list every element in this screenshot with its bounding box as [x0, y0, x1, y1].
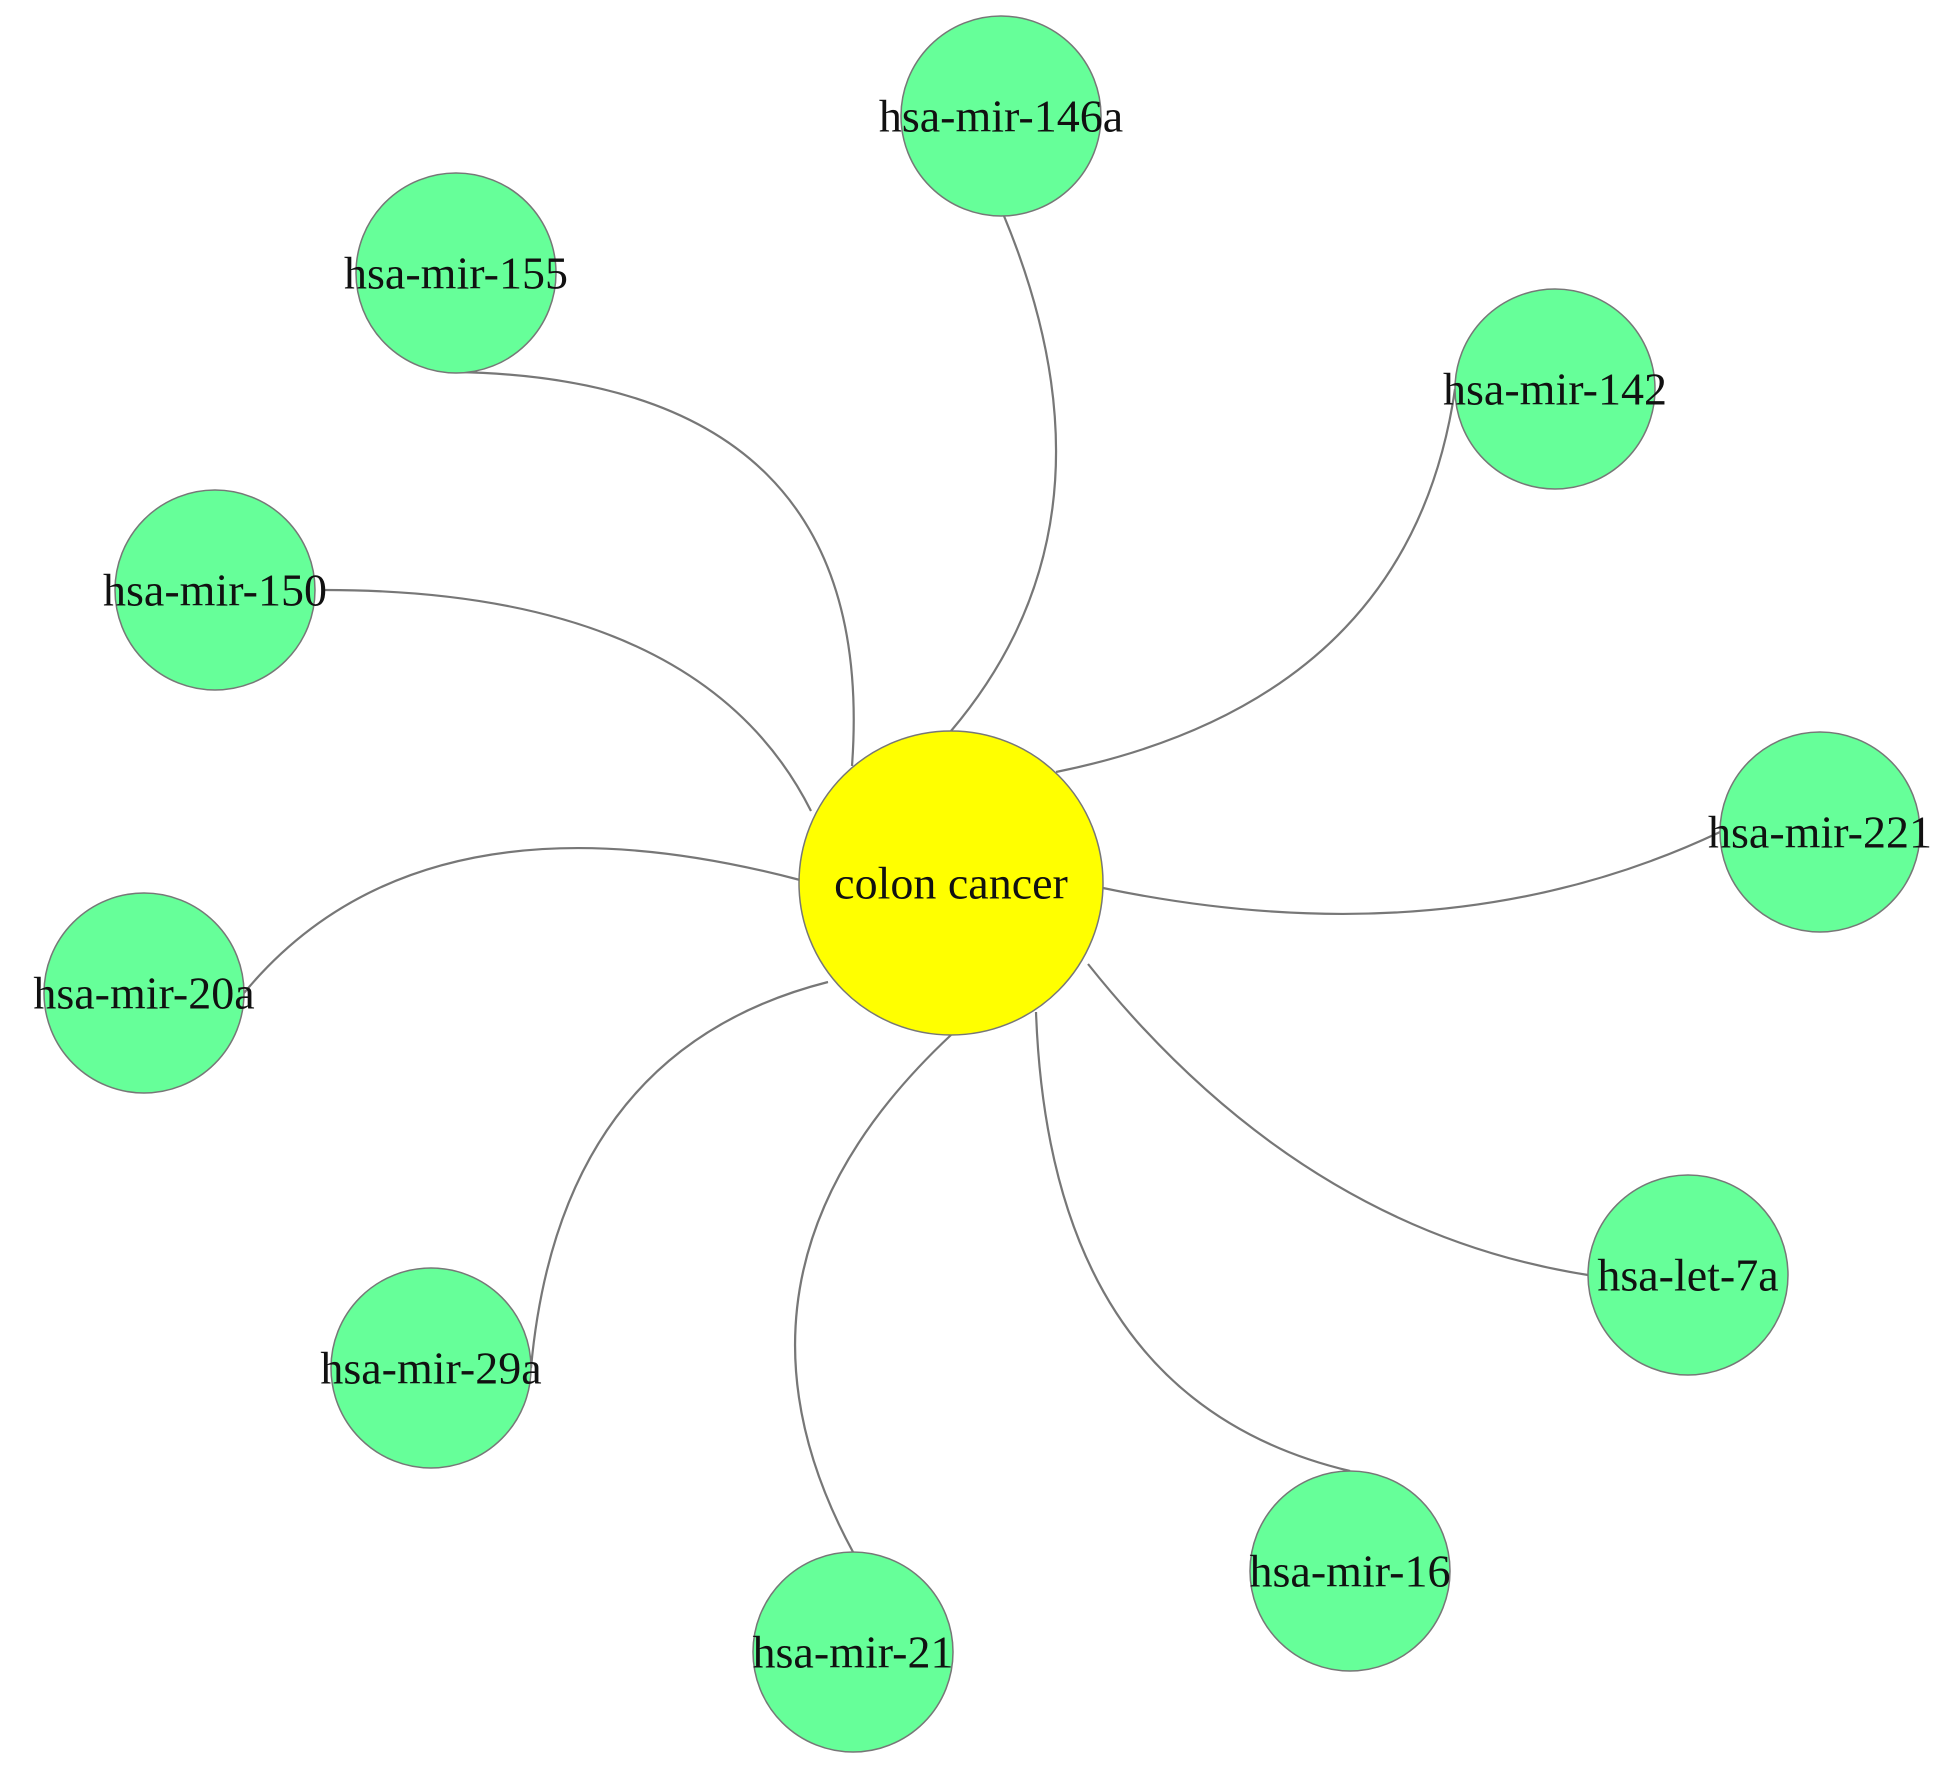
- node-label-hsa-mir-20a: hsa-mir-20a: [33, 968, 254, 1019]
- nodes-layer: hsa-mir-146a hsa-mir-155 hsa-mir-142 hsa-mi…: [33, 15, 1932, 1753]
- node-circle-hsa-let-7a: [1587, 1174, 1789, 1376]
- node-hsa-mir-29a: hsa-mir-29a: [320, 1267, 542, 1469]
- edge-hsa-let-7a: [1087, 963, 1589, 1277]
- node-circle-hsa-mir-29a: [330, 1267, 532, 1469]
- node-label-hsa-mir-155: hsa-mir-155: [344, 248, 568, 299]
- node-label-hsa-mir-221: hsa-mir-221: [1708, 807, 1932, 858]
- edge-hsa-mir-150: [324, 588, 812, 812]
- node-circle-hsa-mir-155: [355, 172, 557, 374]
- center-node: colon cancer: [798, 730, 1104, 1036]
- node-circle-hsa-mir-20a: [43, 892, 245, 1094]
- edge-hsa-mir-146a: [950, 215, 1058, 732]
- node-circle-hsa-mir-150: [114, 489, 316, 691]
- node-circle-hsa-mir-21: [752, 1551, 954, 1753]
- edges-layer: [243, 215, 1721, 1553]
- center-node-circle: [798, 730, 1104, 1036]
- edge-hsa-mir-221: [1102, 831, 1721, 915]
- edge-hsa-mir-155: [455, 370, 855, 767]
- node-hsa-mir-142: hsa-mir-142: [1443, 288, 1667, 490]
- node-circle-hsa-mir-142: [1454, 288, 1656, 490]
- node-hsa-mir-221: hsa-mir-221: [1708, 731, 1932, 933]
- node-label-hsa-let-7a: hsa-let-7a: [1597, 1250, 1778, 1301]
- edge-hsa-mir-29a: [529, 980, 829, 1369]
- node-label-hsa-mir-29a: hsa-mir-29a: [320, 1343, 541, 1394]
- node-hsa-mir-16: hsa-mir-16: [1249, 1470, 1451, 1672]
- node-label-hsa-mir-146a: hsa-mir-146a: [879, 91, 1123, 142]
- node-circle-hsa-mir-16: [1249, 1470, 1451, 1672]
- node-label-hsa-mir-150: hsa-mir-150: [103, 565, 327, 616]
- edge-hsa-mir-16: [1034, 1011, 1351, 1473]
- node-label-hsa-mir-21: hsa-mir-21: [753, 1627, 954, 1678]
- node-hsa-mir-20a: hsa-mir-20a: [33, 892, 255, 1094]
- edge-hsa-mir-20a: [243, 846, 801, 994]
- node-label-hsa-mir-142: hsa-mir-142: [1443, 364, 1667, 415]
- node-hsa-mir-155: hsa-mir-155: [344, 172, 568, 374]
- center-node-label: colon cancer: [834, 858, 1068, 909]
- edge-hsa-mir-21: [794, 1034, 952, 1553]
- node-hsa-mir-21: hsa-mir-21: [752, 1551, 954, 1753]
- node-hsa-let-7a: hsa-let-7a: [1587, 1174, 1789, 1376]
- node-hsa-mir-146a: hsa-mir-146a: [879, 15, 1123, 217]
- node-label-hsa-mir-16: hsa-mir-16: [1250, 1546, 1451, 1597]
- edge-hsa-mir-142: [1055, 388, 1457, 774]
- node-circle-hsa-mir-221: [1719, 731, 1921, 933]
- node-hsa-mir-150: hsa-mir-150: [103, 489, 327, 691]
- node-circle-hsa-mir-146a: [900, 15, 1102, 217]
